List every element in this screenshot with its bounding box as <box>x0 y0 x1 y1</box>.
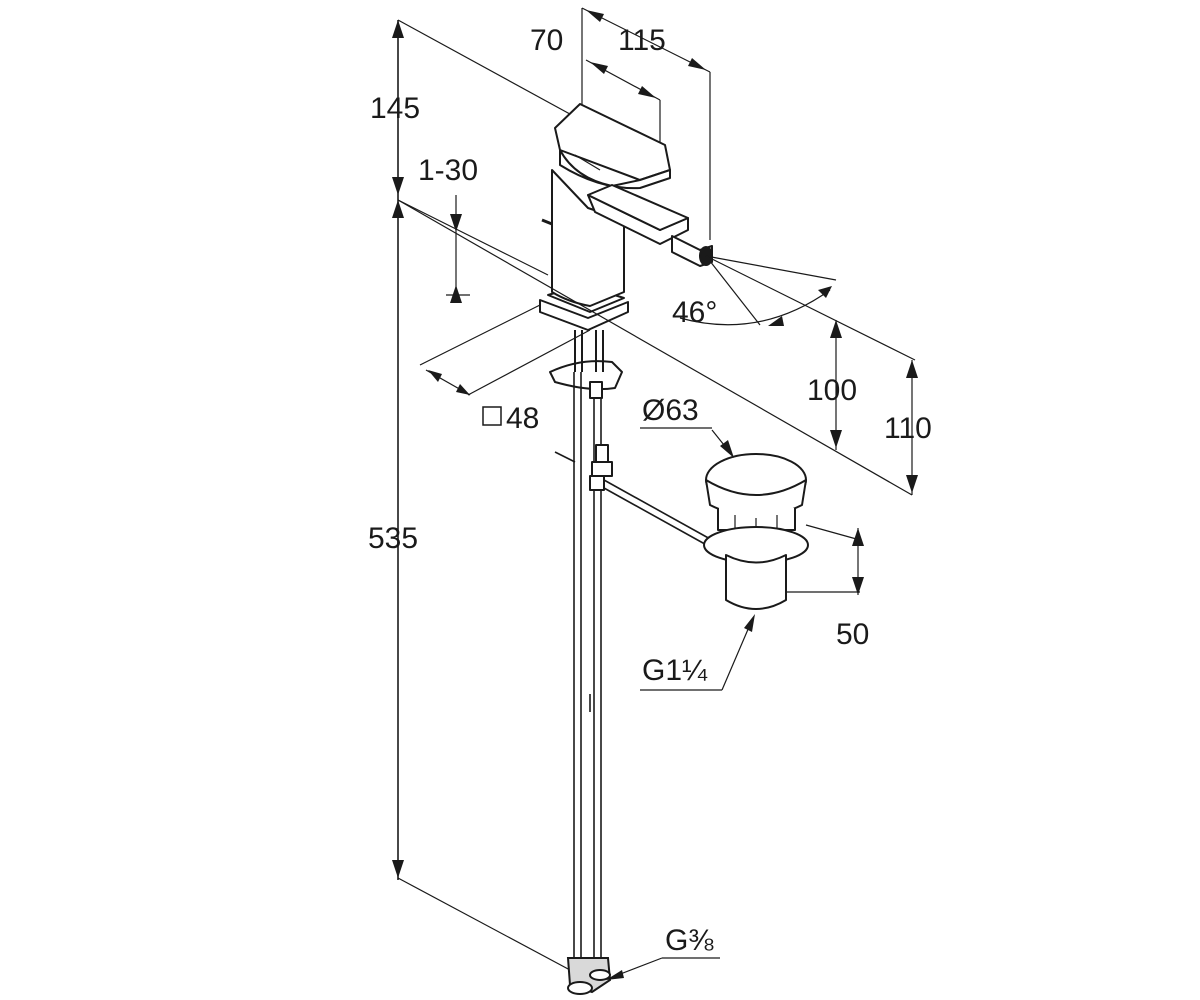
popup-linkage <box>554 444 713 549</box>
vertical-dimension-left <box>392 19 591 971</box>
dimension-spout-height: 100 <box>807 374 857 407</box>
dimension-handle-width: 70 <box>530 24 563 57</box>
mounting-clamp <box>549 330 623 399</box>
dimension-waste-diameter: Ø63 <box>642 394 699 427</box>
page-margin-left <box>0 0 115 1000</box>
dimension-hose-length: 535 <box>368 522 418 555</box>
dimension-spray-angle: 46° <box>672 296 717 329</box>
supply-thread-leader <box>606 957 720 980</box>
mounting-dimension <box>446 195 470 303</box>
supply-hoses <box>566 372 612 995</box>
dimension-waste-height: 50 <box>836 618 869 651</box>
dimension-spout-reach: 115 <box>618 24 666 57</box>
spray-angle <box>397 199 918 496</box>
dimension-supply-thread: G⅜ <box>665 924 714 957</box>
dimension-total-height: 110 <box>884 412 932 445</box>
base-square-dimension <box>419 304 591 426</box>
dimension-waste-thread: G1¼ <box>642 654 708 687</box>
drawing-sheet <box>115 0 1083 1000</box>
waste-valve <box>640 427 864 691</box>
dimension-lever-height: 145 <box>370 92 420 125</box>
mixer-body <box>539 103 713 331</box>
dimension-mounting-thickness: 1-30 <box>418 154 478 187</box>
dimension-base-square: 48 <box>506 402 539 435</box>
